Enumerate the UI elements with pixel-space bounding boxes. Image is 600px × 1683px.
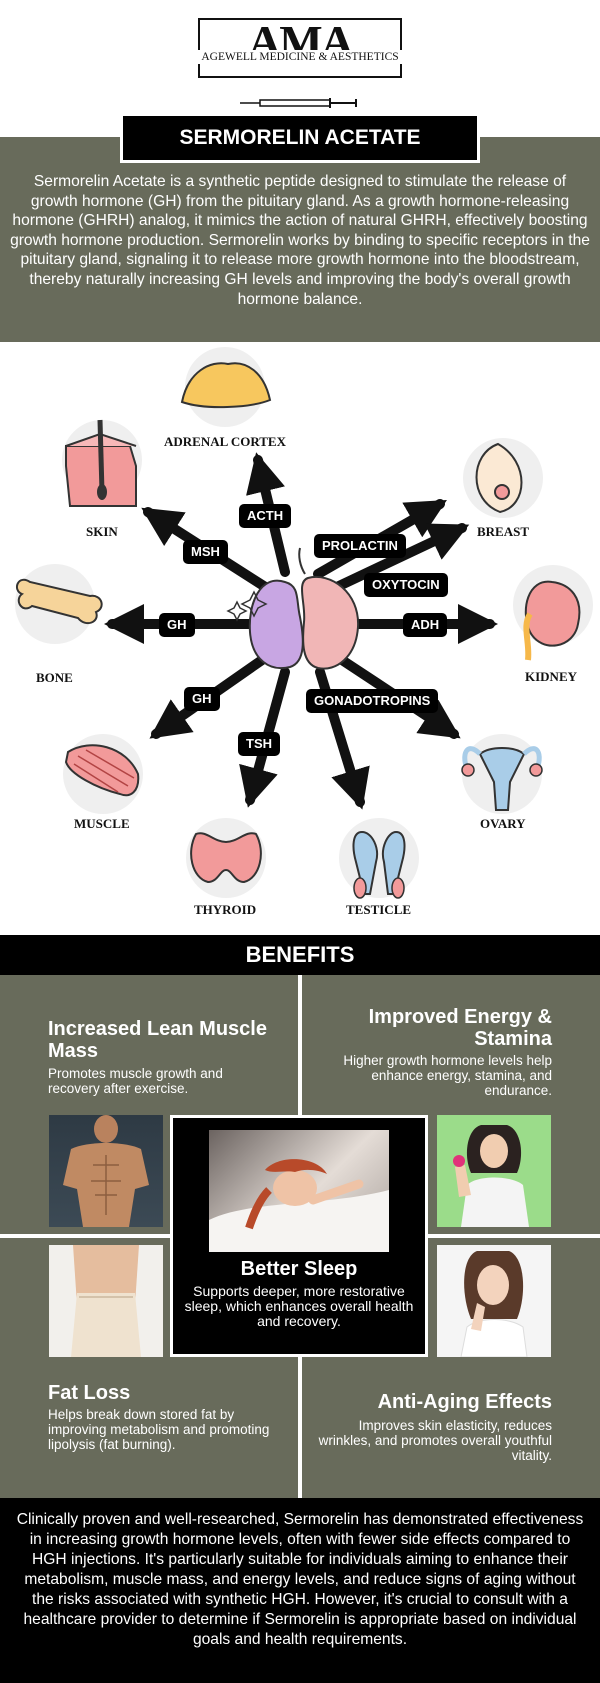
- benefit-fat-desc: Helps break down stored fat by improving…: [48, 1407, 270, 1452]
- organ-label-adrenal: ADRENAL CORTEX: [164, 434, 286, 449]
- hormone-label-gh-left: GH: [159, 613, 195, 637]
- brand-logo: AMA AGEWELL MEDICINE & AESTHETICS: [198, 16, 402, 108]
- hormone-label-acth: ACTH: [239, 504, 292, 528]
- hormone-label-gonadotropins: GONADOTROPINS: [306, 689, 439, 713]
- organ-label-skin: SKIN: [86, 524, 118, 539]
- organ-label-muscle: MUSCLE: [74, 816, 130, 831]
- benefit-sleep-desc: Supports deeper, more restorative sleep,…: [184, 1283, 414, 1329]
- skin-icon: [65, 419, 137, 507]
- organ-label-testicle: TESTICLE: [346, 902, 412, 917]
- divider-top: [298, 975, 302, 1115]
- syringe-icon: [240, 98, 357, 108]
- logo-frame: [198, 18, 402, 78]
- benefit-sleep-title: Better Sleep: [240, 1258, 358, 1280]
- breast-icon: [475, 442, 523, 514]
- organ-label-breast: BREAST: [477, 524, 530, 539]
- benefits-header: BENEFITS: [0, 935, 600, 975]
- ovary-icon: [461, 746, 543, 811]
- hormone-label-adh: ADH: [403, 613, 448, 637]
- hormone-label-tsh: TSH: [238, 732, 280, 756]
- hormone-label-gh-lower: GH: [184, 687, 220, 711]
- divider-bottom: [298, 1357, 302, 1498]
- fat-loss-image: [49, 1245, 163, 1357]
- hormone-diagram: ADRENAL CORTEX SKIN BREAST BONE KIDNEY M…: [0, 342, 600, 935]
- adrenal-cortex-icon: [180, 362, 272, 409]
- benefit-energy-title: Improved Energy & Stamina: [368, 1006, 552, 1050]
- testicle-icon: [352, 830, 406, 899]
- footer-text: Clinically proven and well-researched, S…: [16, 1511, 584, 1648]
- muscle-icon: [64, 744, 140, 797]
- page-title: SERMORELIN ACETATE: [120, 113, 480, 163]
- benefit-muscle-title: Increased Lean Muscle Mass: [48, 1018, 267, 1062]
- anti-aging-woman-image: [437, 1245, 551, 1357]
- hormone-label-prolactin: PROLACTIN: [314, 534, 406, 558]
- benefit-aging-desc: Improves skin elasticity, reduces wrinkl…: [318, 1418, 552, 1463]
- intro-band: [0, 137, 600, 342]
- pituitary-gland-icon: [226, 547, 360, 670]
- diagram-graphics: [15, 347, 593, 899]
- kidney-icon: [523, 580, 581, 661]
- thyroid-icon: [190, 832, 262, 884]
- divider-left: [0, 1234, 170, 1238]
- footer-band: Clinically proven and well-researched, S…: [0, 1498, 600, 1683]
- muscle-man-image: [49, 1115, 163, 1227]
- benefit-energy-desc: Higher growth hormone levels help enhanc…: [343, 1053, 552, 1098]
- benefit-fat-title: Fat Loss: [48, 1382, 131, 1404]
- better-sleep-card: Better Sleep Supports deeper, more resto…: [170, 1115, 428, 1357]
- divider-right: [428, 1234, 600, 1238]
- organ-label-bone: BONE: [36, 670, 73, 685]
- intro-text: Sermorelin Acetate is a synthetic peptid…: [10, 173, 590, 308]
- energetic-woman-image: [437, 1115, 551, 1227]
- benefit-muscle-desc: Promotes muscle growth and recovery afte…: [48, 1066, 223, 1096]
- hormone-label-msh: MSH: [183, 540, 228, 564]
- bone-icon: [15, 578, 103, 625]
- organ-label-kidney: KIDNEY: [525, 669, 578, 684]
- sleeping-woman-image: [209, 1130, 389, 1252]
- organ-label-ovary: OVARY: [480, 816, 526, 831]
- benefit-aging-title: Anti-Aging Effects: [377, 1391, 552, 1413]
- organ-label-thyroid: THYROID: [194, 902, 257, 917]
- hormone-label-oxytocin: OXYTOCIN: [364, 573, 448, 597]
- logo-tagline: AGEWELL MEDICINE & AESTHETICS: [198, 50, 402, 64]
